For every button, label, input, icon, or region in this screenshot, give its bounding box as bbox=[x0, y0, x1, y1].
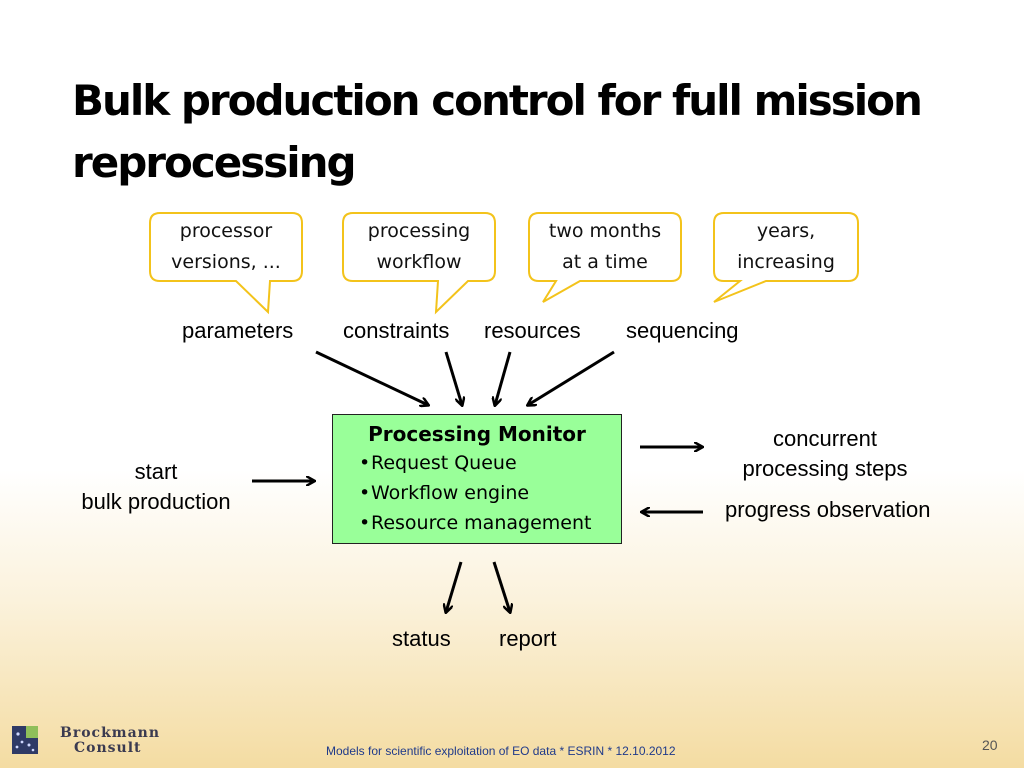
bubble-line: processor bbox=[179, 220, 273, 242]
bubble-line: years, bbox=[756, 220, 816, 242]
label-parameters: parameters bbox=[182, 318, 294, 343]
label-line: processing steps bbox=[742, 456, 908, 481]
bubble-line: versions, ... bbox=[171, 251, 281, 273]
label-report: report bbox=[499, 626, 557, 651]
bubble-line: increasing bbox=[737, 251, 835, 273]
arrow-sequencing bbox=[528, 350, 615, 405]
slide-footer: Models for scientific exploitation of EO… bbox=[326, 744, 676, 758]
bubble-line: workflow bbox=[376, 251, 462, 273]
label-line: bulk production bbox=[81, 489, 231, 514]
bubble-shape-two-months bbox=[528, 212, 682, 303]
arrow-report bbox=[492, 561, 510, 612]
label-status: status bbox=[392, 626, 451, 651]
label-line: start bbox=[134, 459, 178, 484]
bubble-shape-processing-workflow bbox=[342, 212, 496, 315]
bubble-line: processing bbox=[367, 220, 471, 242]
monitor-item-label: Workflow engine bbox=[371, 482, 530, 504]
monitor-item-workflow-engine: •Workflow engine bbox=[359, 478, 621, 508]
monitor-item-request-queue: •Request Queue bbox=[359, 448, 621, 478]
logo-line2: Consult bbox=[74, 740, 142, 756]
monitor-title: Processing Monitor bbox=[368, 422, 586, 446]
logo-line1: Brockmann bbox=[60, 725, 161, 741]
bubble-shape-years-increasing bbox=[713, 212, 859, 303]
label-progress-observation: progress observation bbox=[725, 497, 931, 522]
bullet-icon: • bbox=[359, 512, 371, 534]
arrow-status bbox=[446, 561, 463, 612]
label-concurrent-processing-steps: concurrent processing steps bbox=[718, 424, 932, 484]
bubble-shape-processor-versions bbox=[149, 212, 303, 315]
bubble-processing-workflow: processing workflow bbox=[343, 216, 495, 278]
label-sequencing: sequencing bbox=[626, 318, 739, 343]
bubble-processor-versions: processor versions, ... bbox=[150, 216, 302, 278]
brockmann-consult-logo: Brockmann Consult bbox=[12, 725, 162, 756]
arrow-constraints bbox=[444, 351, 462, 405]
bullet-icon: • bbox=[359, 452, 371, 474]
arrow-resources bbox=[495, 351, 512, 405]
monitor-item-label: Request Queue bbox=[371, 452, 517, 474]
monitor-item-resource-management: •Resource management bbox=[359, 508, 621, 538]
bullet-icon: • bbox=[359, 482, 371, 504]
logo-emblem-icon bbox=[12, 726, 38, 754]
bubble-years-increasing: years, increasing bbox=[714, 216, 858, 278]
bubble-line: two months bbox=[548, 220, 662, 242]
monitor-item-label: Resource management bbox=[371, 512, 592, 534]
processing-monitor-box: Processing Monitor •Request Queue •Workf… bbox=[332, 414, 622, 544]
arrow-parameters bbox=[315, 350, 428, 405]
label-resources: resources bbox=[484, 318, 581, 343]
bubble-line: at a time bbox=[562, 251, 648, 273]
label-start-bulk-production: start bulk production bbox=[56, 457, 256, 517]
label-line: concurrent bbox=[773, 426, 877, 451]
label-constraints: constraints bbox=[343, 318, 450, 343]
bubble-two-months: two months at a time bbox=[529, 216, 681, 278]
monitor-list: •Request Queue •Workflow engine •Resourc… bbox=[333, 448, 621, 538]
page-number: 20 bbox=[982, 737, 998, 753]
slide-title: Bulk production control for full mission… bbox=[72, 76, 923, 187]
